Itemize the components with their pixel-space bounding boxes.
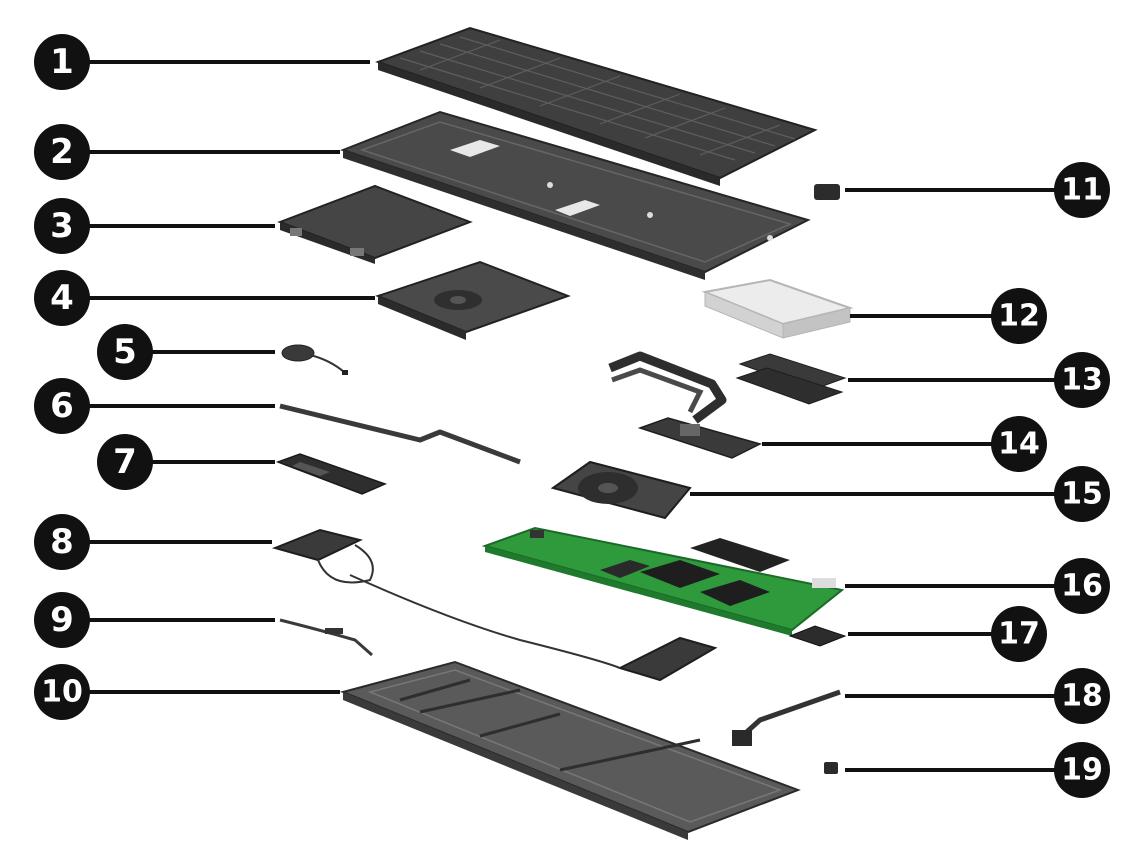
callout-2: 2: [34, 124, 90, 180]
callout-number-14: 14: [998, 427, 1040, 462]
callout-circle-3: [34, 198, 90, 254]
callout-number-12: 12: [998, 299, 1040, 334]
callout-circle-11: [1054, 162, 1110, 218]
part-top-cover: [340, 110, 811, 280]
callout-circle-19: [1054, 742, 1110, 798]
callout-number-10: 10: [41, 675, 83, 710]
callout-16: 16: [1054, 558, 1110, 614]
part-small-connector: [824, 762, 838, 774]
callout-5: 5: [97, 324, 153, 380]
callout-4: 4: [34, 270, 90, 326]
part-silver-shield: [701, 278, 854, 339]
callout-circle-15: [1054, 466, 1110, 522]
callout-circle-14: [991, 416, 1047, 472]
callout-circle-13: [1054, 352, 1110, 408]
callout-10: 10: [34, 664, 90, 720]
callout-15: 15: [1054, 466, 1110, 522]
callout-12: 12: [991, 288, 1047, 344]
part-memory-modules: [735, 353, 847, 405]
callout-number-7: 7: [113, 442, 137, 482]
callout-11: 11: [1054, 162, 1110, 218]
callout-7: 7: [97, 434, 153, 490]
callout-circle-7: [97, 434, 153, 490]
callout-circle-12: [991, 288, 1047, 344]
part-bottom-cover: [339, 660, 801, 840]
callout-circle-2: [34, 124, 90, 180]
callout-circle-6: [34, 378, 90, 434]
part-power-cable: [732, 689, 841, 746]
part-heat-sink: [608, 351, 763, 459]
part-ssd: [275, 453, 388, 495]
callout-14: 14: [991, 416, 1047, 472]
callout-circle-10: [34, 664, 90, 720]
callout-9: 9: [34, 592, 90, 648]
callout-circle-1: [34, 34, 90, 90]
callout-number-16: 16: [1061, 569, 1103, 604]
part-ribbon-cable: [279, 403, 521, 465]
callout-number-5: 5: [113, 332, 137, 372]
callout-number-19: 19: [1061, 753, 1103, 788]
callout-number-2: 2: [50, 132, 74, 172]
callout-number-1: 1: [50, 42, 74, 82]
callout-circle-4: [34, 270, 90, 326]
callout-number-8: 8: [50, 522, 74, 562]
callout-number-17: 17: [998, 617, 1040, 652]
callout-circle-8: [34, 514, 90, 570]
part-fan: [550, 460, 692, 520]
callout-number-4: 4: [50, 278, 74, 318]
callout-3: 3: [34, 198, 90, 254]
callout-number-9: 9: [50, 600, 74, 640]
callout-circle-18: [1054, 668, 1110, 724]
part-drive-bracket: [277, 184, 473, 264]
callout-1: 1: [34, 34, 90, 90]
callout-circle-5: [97, 324, 153, 380]
callout-number-11: 11: [1061, 173, 1103, 208]
leader-lines: [62, 60, 1082, 772]
callout-13: 13: [1054, 352, 1110, 408]
callout-number-3: 3: [50, 206, 74, 246]
callout-number-18: 18: [1061, 679, 1103, 714]
part-small-board: [814, 184, 840, 200]
callout-circle-9: [34, 592, 90, 648]
callout-circle-16: [1054, 558, 1110, 614]
callout-6: 6: [34, 378, 90, 434]
part-keyboard: [375, 26, 818, 186]
callout-8: 8: [34, 514, 90, 570]
callout-number-15: 15: [1061, 477, 1103, 512]
callout-number-6: 6: [50, 386, 74, 426]
callout-number-13: 13: [1061, 363, 1103, 398]
part-antenna-cable: [279, 618, 373, 657]
part-wlan-card: [788, 625, 847, 647]
part-speakers: [271, 528, 718, 682]
callout-19: 19: [1054, 742, 1110, 798]
part-optical-drive: [375, 260, 571, 340]
part-rtc-battery: [281, 344, 348, 375]
callout-17: 17: [991, 606, 1047, 662]
part-system-board: [481, 526, 845, 636]
callout-circle-17: [991, 606, 1047, 662]
callout-18: 18: [1054, 668, 1110, 724]
